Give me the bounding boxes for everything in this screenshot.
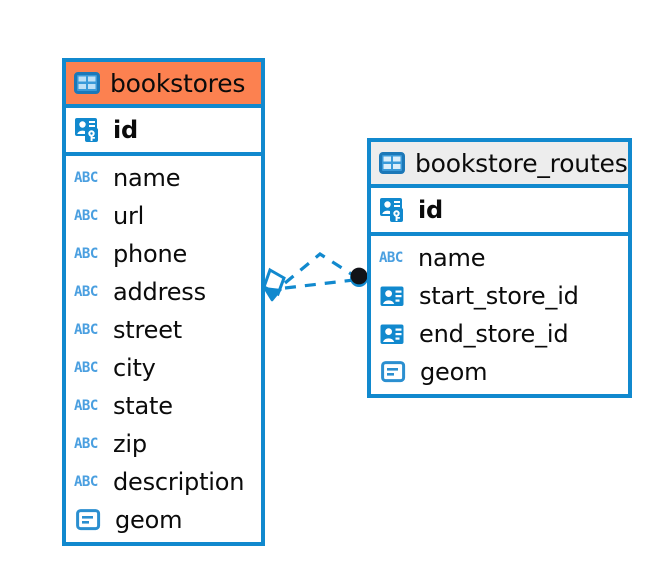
filled-circle-marker bbox=[350, 267, 368, 287]
field-row-description[interactable]: ABC description bbox=[66, 463, 261, 501]
field-label: id bbox=[113, 116, 139, 144]
field-label: street bbox=[113, 316, 182, 344]
primary-key-icon bbox=[379, 197, 409, 223]
field-label: end_store_id bbox=[419, 320, 569, 348]
entity-table-bookstores[interactable]: bookstores bbox=[62, 58, 265, 546]
abc-icon: ABC bbox=[74, 436, 98, 452]
field-row-start-store-id[interactable]: start_store_id bbox=[371, 277, 628, 315]
field-row-primary-key[interactable]: id bbox=[371, 188, 628, 232]
entity-title: bookstores bbox=[110, 68, 246, 98]
table-icon bbox=[74, 72, 100, 94]
geometry-icon bbox=[379, 361, 411, 383]
primary-key-block: id bbox=[66, 108, 261, 156]
field-row-street[interactable]: ABC street bbox=[66, 311, 261, 349]
field-label: name bbox=[418, 244, 486, 272]
field-label: description bbox=[113, 468, 245, 496]
abc-icon: ABC bbox=[74, 284, 98, 300]
field-label: city bbox=[113, 354, 156, 382]
field-label: geom bbox=[420, 358, 488, 386]
field-row-end-store-id[interactable]: end_store_id bbox=[371, 315, 628, 353]
field-row-url[interactable]: ABC url bbox=[66, 197, 261, 235]
table-icon bbox=[379, 152, 405, 174]
primary-key-block: id bbox=[371, 188, 628, 236]
field-row-city[interactable]: ABC city bbox=[66, 349, 261, 387]
abc-icon: ABC bbox=[74, 246, 98, 262]
field-row-geom[interactable]: geom bbox=[371, 353, 628, 391]
field-label: geom bbox=[115, 506, 183, 534]
primary-key-icon bbox=[74, 117, 104, 143]
field-list-bookstore-routes: ABC name start_store_id bbox=[371, 236, 628, 395]
entity-table-bookstore-routes[interactable]: bookstore_routes bbox=[367, 138, 632, 398]
abc-icon: ABC bbox=[74, 398, 98, 414]
field-row-state[interactable]: ABC state bbox=[66, 387, 261, 425]
abc-icon: ABC bbox=[74, 170, 98, 186]
field-label: zip bbox=[113, 430, 147, 458]
field-row-name[interactable]: ABC name bbox=[371, 239, 628, 277]
entity-header-bookstores: bookstores bbox=[66, 62, 261, 108]
field-row-address[interactable]: ABC address bbox=[66, 273, 261, 311]
field-label: id bbox=[418, 196, 444, 224]
foreign-key-icon bbox=[379, 324, 410, 345]
field-list-bookstores: ABC name ABC url ABC phone ABC address A… bbox=[66, 156, 261, 543]
field-row-name[interactable]: ABC name bbox=[66, 159, 261, 197]
abc-icon: ABC bbox=[74, 474, 98, 490]
abc-icon: ABC bbox=[74, 322, 98, 338]
field-row-geom[interactable]: geom bbox=[66, 501, 261, 539]
field-label: phone bbox=[113, 240, 188, 268]
field-row-zip[interactable]: ABC zip bbox=[66, 425, 261, 463]
field-row-primary-key[interactable]: id bbox=[66, 108, 261, 152]
abc-icon: ABC bbox=[379, 250, 403, 266]
field-label: state bbox=[113, 392, 173, 420]
field-label: url bbox=[113, 202, 145, 230]
diamond-marker bbox=[262, 267, 286, 302]
relationship-line-upper bbox=[283, 252, 357, 285]
field-label: name bbox=[113, 164, 181, 192]
field-label: start_store_id bbox=[419, 282, 579, 310]
entity-title: bookstore_routes bbox=[415, 148, 628, 178]
entity-header-bookstore-routes: bookstore_routes bbox=[371, 142, 628, 188]
field-label: address bbox=[113, 278, 206, 306]
abc-icon: ABC bbox=[74, 208, 98, 224]
abc-icon: ABC bbox=[74, 360, 98, 376]
foreign-key-icon bbox=[379, 286, 410, 307]
field-row-phone[interactable]: ABC phone bbox=[66, 235, 261, 273]
geometry-icon bbox=[74, 509, 106, 531]
relationship-line-lower bbox=[284, 278, 355, 290]
